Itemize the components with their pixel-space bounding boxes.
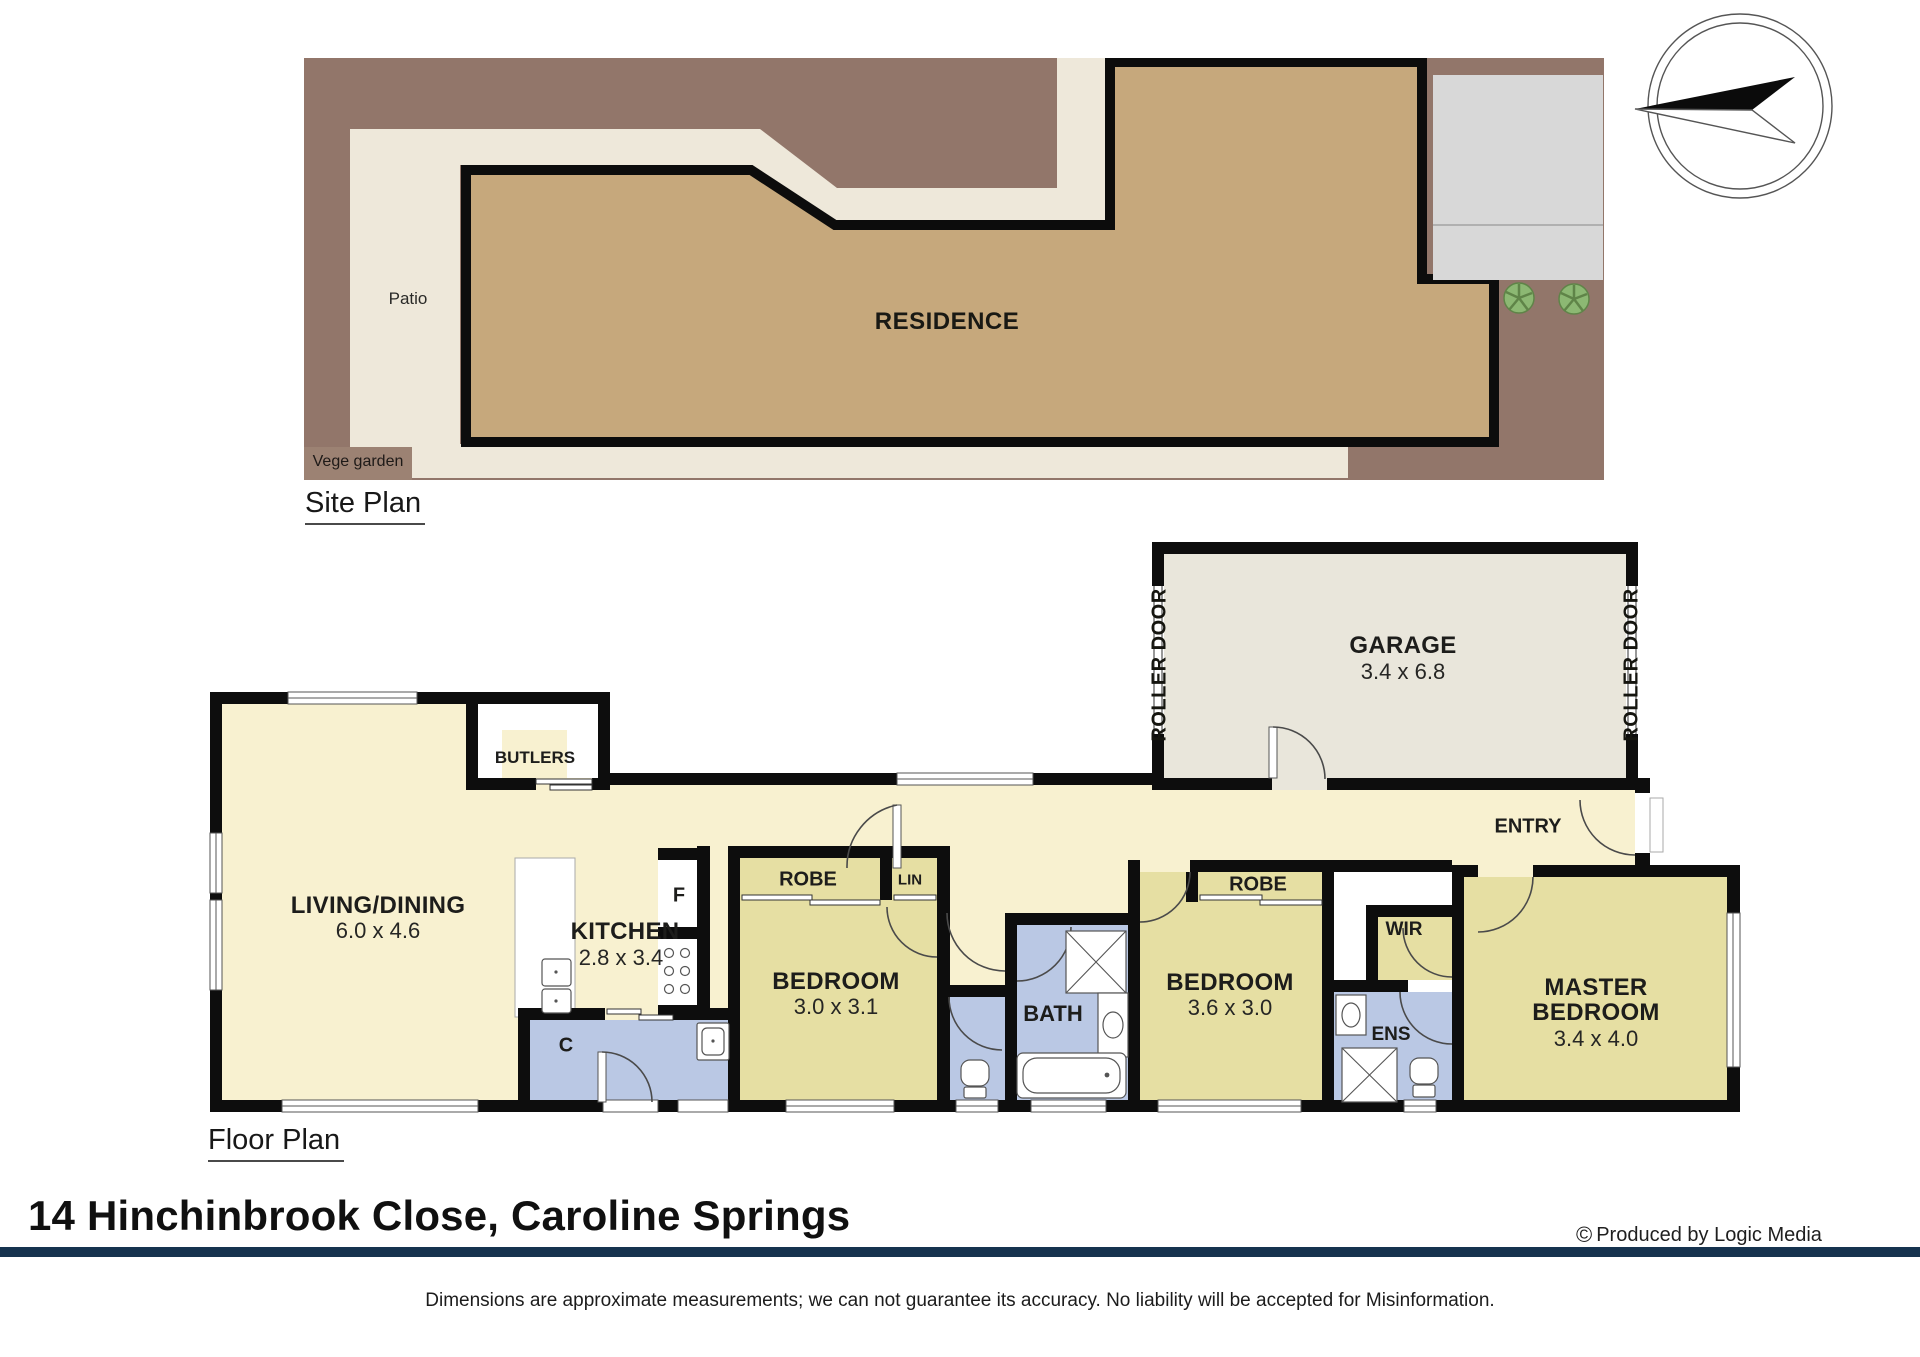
bedroom2-dims: 3.6 x 3.0	[1187, 995, 1273, 1020]
site-driveway	[1433, 75, 1603, 280]
copyright-icon: ©	[1576, 1222, 1593, 1247]
site-tree	[1503, 282, 1535, 314]
site-plan-drawing	[304, 58, 1604, 480]
master-bedroom-label-line1: MASTER	[1544, 974, 1648, 1001]
site-residence-label: RESIDENCE	[874, 308, 1020, 335]
site-path-patio	[350, 58, 1348, 478]
wir-label: WIR	[1385, 919, 1423, 940]
producer-credit: ©Produced by Logic Media	[1576, 1222, 1822, 1248]
divider-rule	[0, 1247, 1920, 1257]
cupboard-label: C	[558, 1034, 574, 1057]
bedroom1-label: BEDROOM	[772, 968, 900, 995]
butlers-label: BUTLERS	[494, 748, 576, 767]
living-dining-dims: 6.0 x 4.6	[335, 918, 421, 943]
bath-label: BATH	[1023, 1001, 1083, 1026]
site-residence-outline	[461, 58, 1499, 447]
ens-label: ENS	[1371, 1024, 1411, 1045]
master-bedroom-label-line2: BEDROOM	[1532, 999, 1660, 1026]
roller-door-right-label: ROLLER DOOR	[1620, 588, 1643, 742]
compass-icon	[1634, 13, 1833, 199]
kitchen-label: KITCHEN	[570, 918, 680, 945]
garage-dims: 3.4 x 6.8	[1360, 659, 1446, 684]
bedroom2-label: BEDROOM	[1166, 969, 1294, 996]
master-bedroom-dims: 3.4 x 4.0	[1553, 1026, 1639, 1051]
bedroom1-dims: 3.0 x 3.1	[793, 994, 879, 1019]
floor-plan-title: Floor Plan	[208, 1124, 345, 1162]
site-patio-label: Patio	[388, 289, 428, 308]
site-plan-title: Site Plan	[305, 487, 426, 525]
kitchen-dims: 2.8 x 3.4	[578, 945, 664, 970]
site-tree	[1558, 283, 1590, 315]
producer-credit-text: Produced by Logic Media	[1596, 1224, 1822, 1246]
fridge-label: F	[672, 884, 686, 907]
site-vege-garden-box	[304, 447, 412, 480]
disclaimer-text: Dimensions are approximate measurements;…	[425, 1290, 1495, 1311]
living-dining-label: LIVING/DINING	[290, 892, 466, 919]
robe2-label: ROBE	[1229, 873, 1287, 896]
garage-label: GARAGE	[1349, 632, 1457, 659]
floor-plan-drawing	[209, 542, 1741, 1113]
entry-label: ENTRY	[1494, 815, 1562, 838]
site-vege-garden-label: Vege garden	[312, 453, 404, 470]
roller-door-left-label: ROLLER DOOR	[1148, 588, 1171, 742]
property-address: 14 Hinchinbrook Close, Caroline Springs	[28, 1192, 851, 1239]
lin-label: LIN	[897, 871, 923, 889]
robe1-label: ROBE	[779, 868, 837, 891]
